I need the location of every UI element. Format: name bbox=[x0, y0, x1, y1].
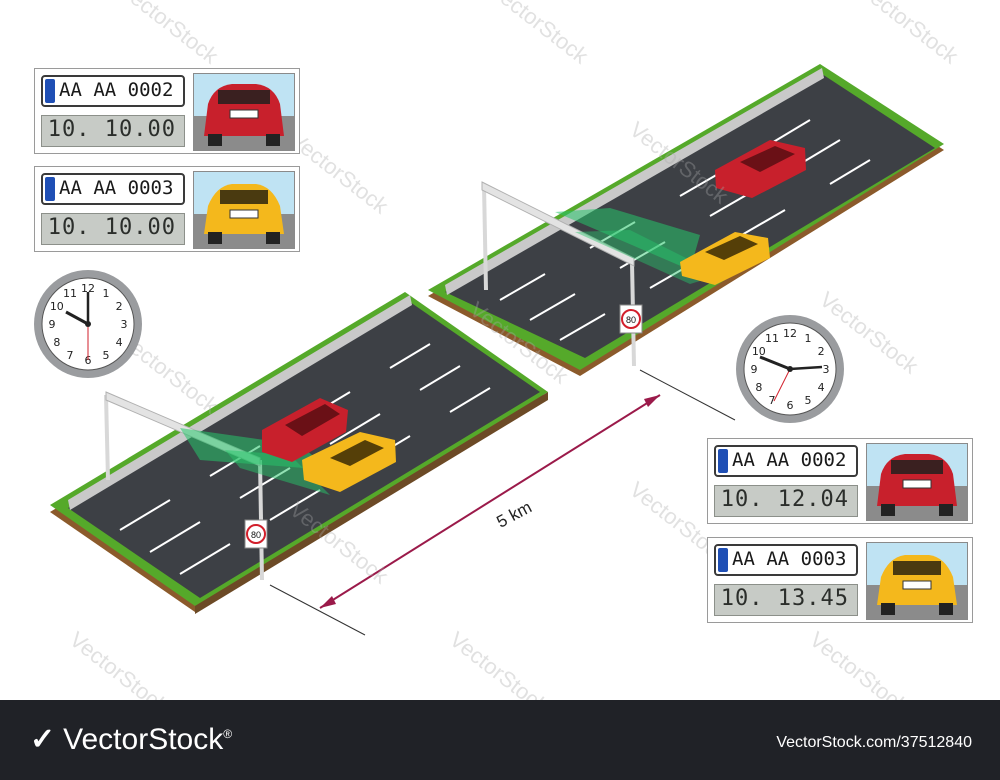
clock-numeral: 8 bbox=[53, 336, 60, 349]
clock-numeral: 6 bbox=[787, 399, 794, 412]
car-rear-view-yellow bbox=[866, 542, 968, 620]
speed-camera-illustration: 80 bbox=[32, 0, 973, 719]
far-red-car bbox=[715, 140, 806, 198]
clock-numeral: 9 bbox=[49, 318, 56, 331]
plate-card-left-1: AA AA 0002 10. 10.00 bbox=[34, 68, 300, 154]
clock-numeral: 1 bbox=[103, 287, 110, 300]
eu-flag-icon bbox=[718, 548, 728, 572]
eu-flag-icon bbox=[45, 177, 55, 201]
clock-numeral: 9 bbox=[751, 363, 758, 376]
license-plate: AA AA 0003 bbox=[714, 544, 858, 576]
clock-numeral: 11 bbox=[765, 332, 779, 345]
footer-bar: ✓VectorStock® VectorStock.com/37512840 bbox=[0, 700, 1000, 780]
clock-numeral: 4 bbox=[818, 381, 825, 394]
clock-numeral: 7 bbox=[769, 394, 776, 407]
near-speed-sign-value: 80 bbox=[251, 530, 261, 540]
clock-numeral: 1 bbox=[805, 332, 812, 345]
registered-mark: ® bbox=[223, 727, 233, 741]
clock-numeral: 5 bbox=[103, 349, 110, 362]
time-display: 10. 13.45 bbox=[714, 584, 858, 616]
eu-flag-icon bbox=[718, 449, 728, 473]
time-value: 10. 10.00 bbox=[47, 117, 176, 142]
time-value: 10. 10.00 bbox=[47, 215, 176, 240]
far-road-surface bbox=[445, 74, 935, 358]
time-value: 10. 12.04 bbox=[720, 487, 849, 512]
clock-numeral: 12 bbox=[81, 282, 95, 295]
time-display: 10. 10.00 bbox=[41, 115, 185, 147]
eu-flag-icon bbox=[45, 79, 55, 103]
near-speed-sign: 80 bbox=[244, 519, 268, 549]
clock-numeral: 3 bbox=[121, 318, 128, 331]
license-plate: AA AA 0002 bbox=[41, 75, 185, 107]
clock-numeral: 3 bbox=[823, 363, 830, 376]
clock-numeral: 2 bbox=[818, 345, 825, 358]
clock-numeral: 7 bbox=[67, 349, 74, 362]
far-speed-sign-value: 80 bbox=[626, 315, 636, 325]
near-red-car bbox=[262, 398, 348, 462]
clock-numeral: 5 bbox=[805, 394, 812, 407]
near-yellow-car bbox=[302, 432, 396, 492]
highway-scene: 80 bbox=[50, 64, 944, 636]
plate-number: AA AA 0002 bbox=[59, 79, 174, 101]
clock-numeral: 11 bbox=[63, 287, 77, 300]
logo-text: VectorStock bbox=[63, 723, 224, 756]
far-speed-sign: 80 bbox=[619, 304, 643, 334]
time-display: 10. 12.04 bbox=[714, 485, 858, 517]
car-rear-view-red bbox=[193, 73, 295, 151]
near-camera-gantry bbox=[104, 391, 330, 581]
time-value: 10. 13.45 bbox=[720, 586, 849, 611]
far-yellow-car bbox=[680, 232, 770, 285]
clock-numeral: 4 bbox=[116, 336, 123, 349]
plate-card-left-2: AA AA 0003 10. 10.00 bbox=[34, 166, 300, 252]
plate-number: AA AA 0003 bbox=[59, 177, 174, 199]
plate-card-right-1: AA AA 0002 10. 12.04 bbox=[707, 438, 973, 524]
clock-numeral: 10 bbox=[50, 300, 64, 313]
near-guard-rail bbox=[68, 295, 412, 510]
plate-card-right-2: AA AA 0003 10. 13.45 bbox=[707, 537, 973, 623]
clock-numeral: 8 bbox=[755, 381, 762, 394]
clock-numeral: 2 bbox=[116, 300, 123, 313]
car-rear-view-red bbox=[866, 443, 968, 521]
far-guard-rail bbox=[445, 68, 824, 295]
vectorstock-logo: ✓VectorStock® bbox=[30, 722, 232, 757]
image-url: VectorStock.com/37512840 bbox=[776, 734, 972, 751]
clock-numeral: 6 bbox=[85, 354, 92, 367]
car-rear-view-yellow bbox=[193, 171, 295, 249]
license-plate: AA AA 0002 bbox=[714, 445, 858, 477]
license-plate: AA AA 0003 bbox=[41, 173, 185, 205]
checkmark-icon: ✓ bbox=[30, 723, 56, 756]
clock-numeral: 12 bbox=[783, 327, 797, 340]
plate-number: AA AA 0003 bbox=[732, 548, 847, 570]
clock-numeral: 10 bbox=[752, 345, 766, 358]
plate-number: AA AA 0002 bbox=[732, 449, 847, 471]
time-display: 10. 10.00 bbox=[41, 213, 185, 245]
distance-arrow bbox=[269, 369, 736, 636]
